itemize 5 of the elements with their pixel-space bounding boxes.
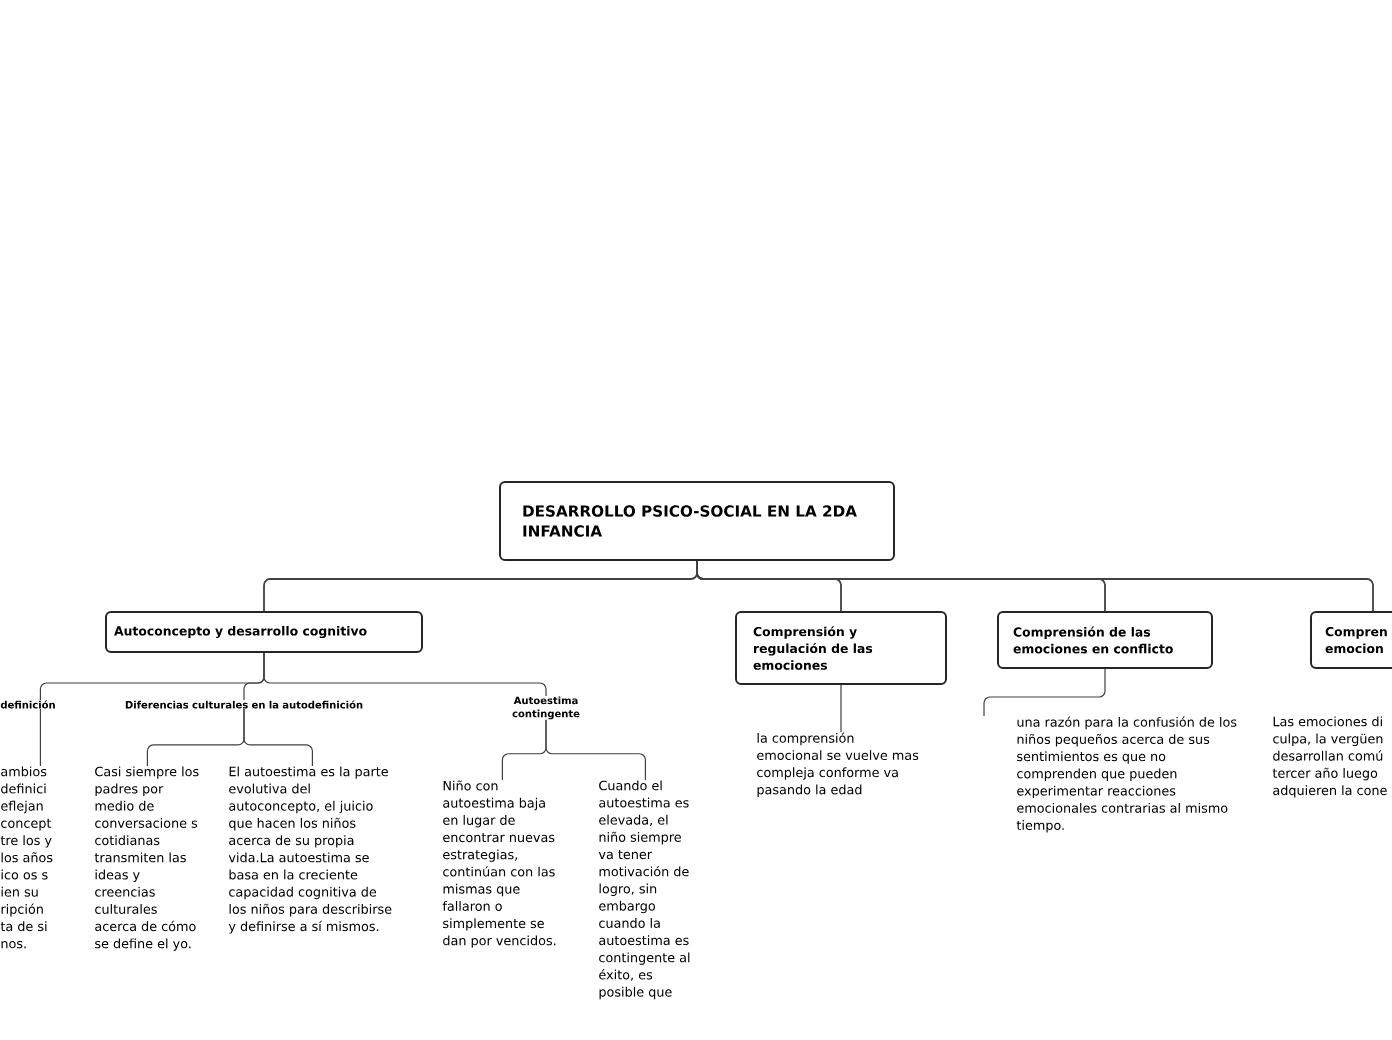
connector-line [263,652,547,697]
connector-line [39,708,41,767]
connector-line [545,719,646,781]
connector-line [696,560,1374,612]
connector-line [840,684,842,733]
